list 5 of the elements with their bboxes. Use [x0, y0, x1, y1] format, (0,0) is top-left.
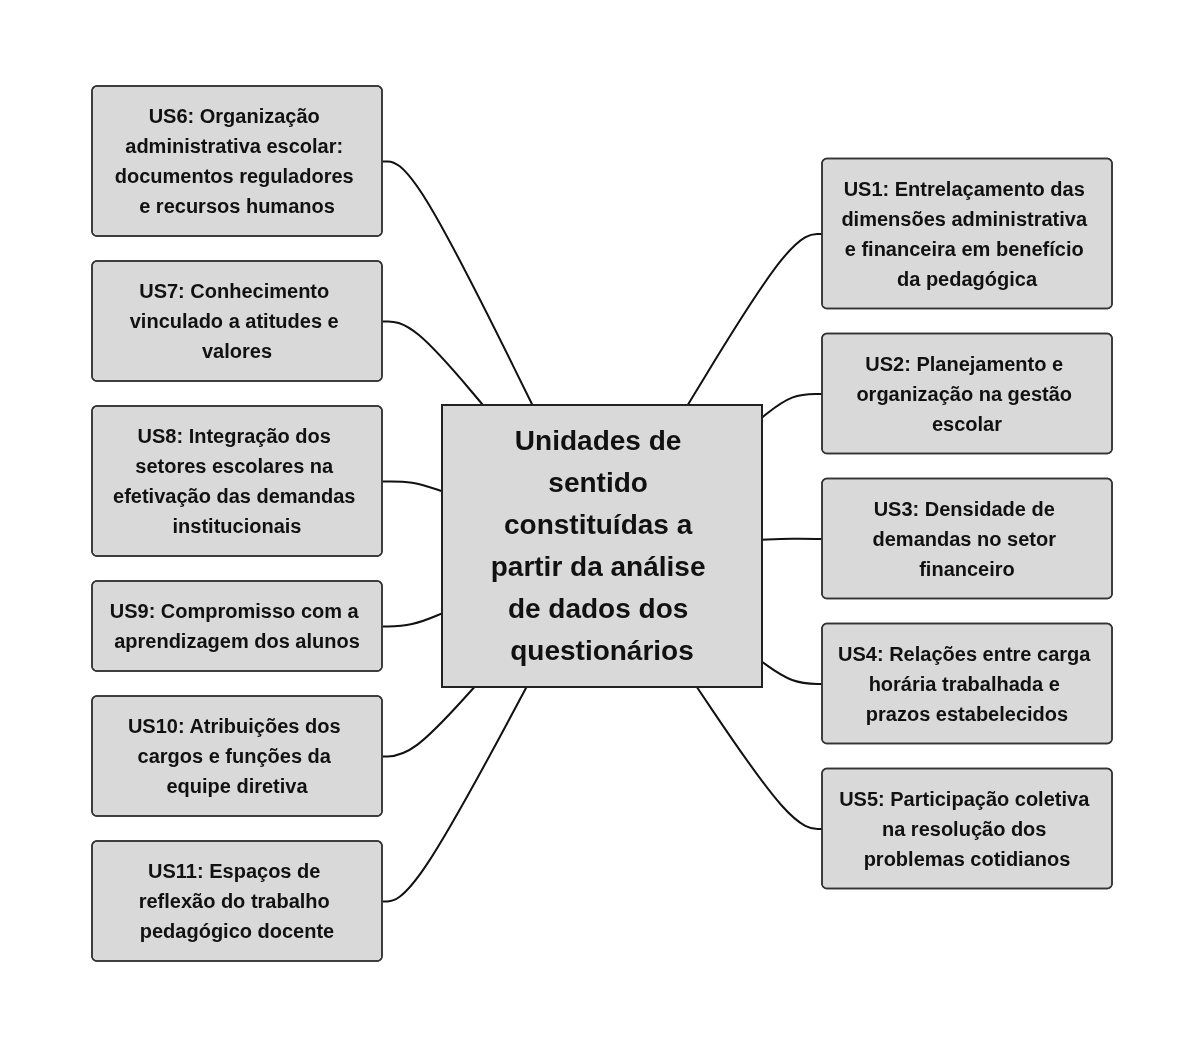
connector	[381, 320, 484, 406]
connector	[381, 686, 475, 758]
node-box: Unidades de sentido constituídas a partir da análise de dados dos questionários	[440, 404, 763, 688]
connector	[381, 160, 533, 406]
connector	[381, 686, 528, 903]
